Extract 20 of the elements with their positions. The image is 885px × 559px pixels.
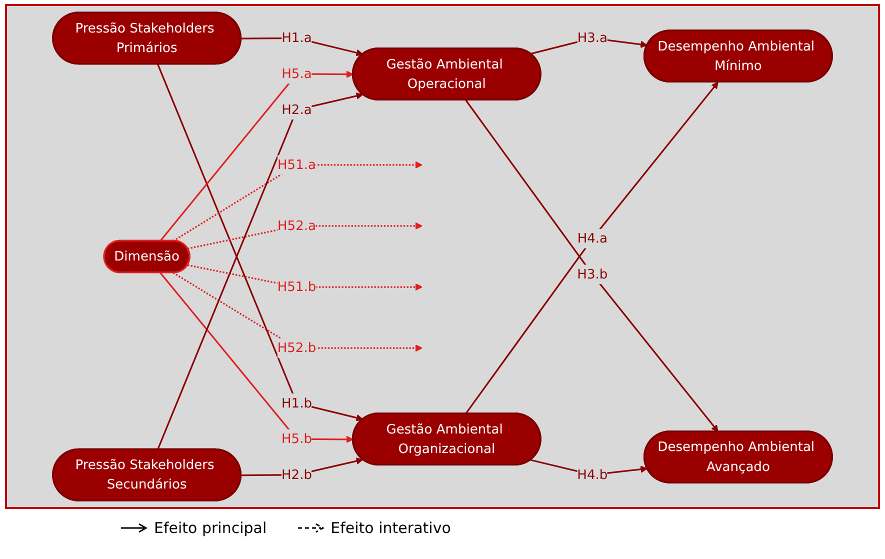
edge-label: H4.b	[577, 466, 608, 482]
edge-label: H4.a	[577, 230, 608, 246]
edge-label: H1.a	[282, 30, 312, 46]
arrow	[172, 272, 423, 352]
arrow	[160, 272, 354, 443]
edge-label: H2.b	[281, 466, 312, 482]
arrow	[172, 161, 423, 242]
edge-label: H51.a	[277, 156, 316, 172]
edge-label: H3.b	[577, 266, 608, 282]
edge-label: H52.b	[277, 340, 316, 356]
edge-label: H1.b	[281, 395, 312, 411]
arrow	[160, 70, 354, 242]
edge-label: H52.a	[277, 218, 316, 234]
edge-label: H3.a	[577, 30, 608, 46]
edge-label: H2.a	[282, 102, 312, 118]
legend-text: Efeito principal	[154, 519, 267, 537]
edge-label: H51.b	[277, 278, 316, 294]
legend-text: Efeito interativo	[330, 519, 451, 537]
edge-label: H5.b	[281, 430, 312, 446]
edge-label: H5.a	[282, 66, 312, 82]
